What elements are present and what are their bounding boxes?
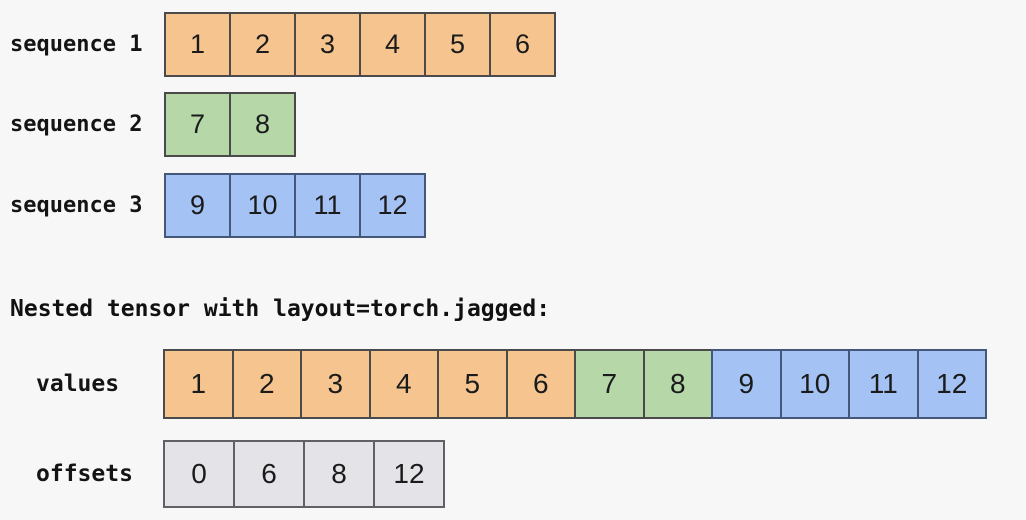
cell-12: 12: [359, 173, 426, 238]
cell-5: 5: [437, 349, 508, 419]
cell-1: 1: [164, 12, 231, 77]
cell-10: 10: [229, 173, 296, 238]
cell-2: 2: [229, 12, 296, 77]
cell-7: 7: [574, 349, 645, 419]
cell-6: 6: [233, 440, 305, 508]
cell-0: 0: [163, 440, 235, 508]
cell-6: 6: [489, 12, 556, 77]
cell-3: 3: [294, 12, 361, 77]
sequence-2-label: sequence 2: [10, 112, 143, 137]
cell-1: 1: [163, 349, 234, 419]
values-label: values: [36, 371, 120, 397]
cell-11: 11: [294, 173, 361, 238]
nested-tensor-heading: Nested tensor with layout=torch.jagged:: [10, 296, 551, 322]
cell-4: 4: [359, 12, 426, 77]
cell-9: 9: [711, 349, 782, 419]
cell-3: 3: [300, 349, 371, 419]
cell-8: 8: [229, 92, 296, 157]
cell-10: 10: [779, 349, 850, 419]
cell-8: 8: [303, 440, 375, 508]
sequence-3-label: sequence 3: [10, 193, 143, 218]
cell-2: 2: [231, 349, 302, 419]
cell-12: 12: [373, 440, 445, 508]
cell-8: 8: [642, 349, 713, 419]
sequence-1-label: sequence 1: [10, 32, 143, 57]
cell-12: 12: [916, 349, 987, 419]
offsets-label: offsets: [36, 461, 133, 487]
cell-11: 11: [848, 349, 919, 419]
cell-7: 7: [164, 92, 231, 157]
cell-6: 6: [505, 349, 576, 419]
cell-5: 5: [424, 12, 491, 77]
cell-4: 4: [368, 349, 439, 419]
cell-9: 9: [164, 173, 231, 238]
